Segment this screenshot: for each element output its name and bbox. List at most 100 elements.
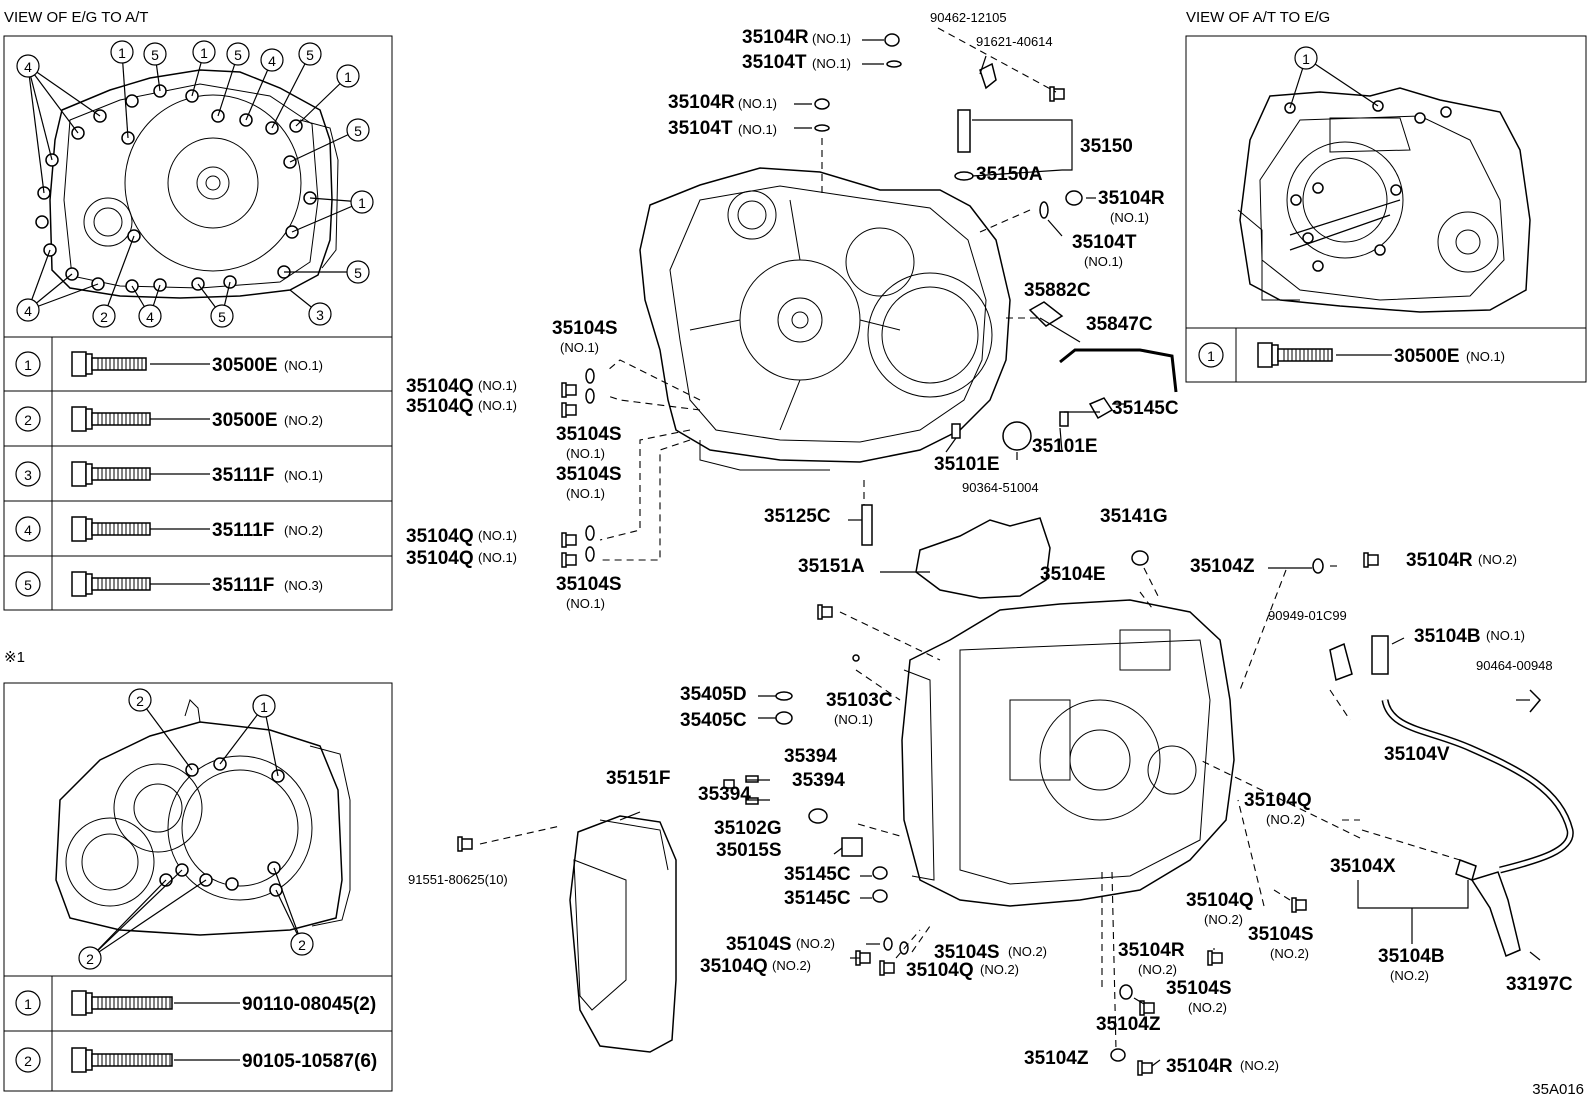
- svg-text:2: 2: [298, 937, 306, 953]
- callout-5: 5: [298, 42, 322, 66]
- cooler-tube: [1059, 348, 1178, 393]
- part-label: 35104T: [742, 52, 807, 73]
- part-label: 35150: [1080, 136, 1133, 157]
- washer-icon: [1110, 1048, 1126, 1062]
- part-label: (NO.1): [812, 56, 851, 71]
- part-label: (NO.1): [478, 398, 517, 413]
- row-number: 1: [24, 357, 32, 373]
- part-label: 35104Q: [406, 376, 474, 397]
- sensor-icon: [957, 109, 971, 153]
- oil-pan: [569, 815, 677, 1053]
- part-label: 35145C: [784, 864, 851, 885]
- callout-1: 1: [110, 40, 134, 64]
- part-label: (NO.2): [796, 936, 835, 951]
- svg-text:1: 1: [118, 45, 126, 61]
- part-label: 35125C: [764, 506, 831, 527]
- view-at-to-eg-title: VIEW OF A/T TO E/G: [1186, 9, 1330, 26]
- part-label: 35104Q: [1186, 890, 1254, 911]
- part-label: 35104Q: [406, 548, 474, 569]
- pin-icon: [1059, 411, 1069, 427]
- svg-text:4: 4: [146, 309, 154, 325]
- bolt-part-number: 30500E: [212, 355, 278, 376]
- part-label: (NO.2): [1008, 944, 1047, 959]
- bolt-hole: [1414, 112, 1426, 124]
- bolt-part-number: 35111F: [212, 465, 274, 486]
- callout-5: 5: [210, 304, 234, 328]
- plug-icon: [1291, 897, 1307, 913]
- part-label: (NO.1): [738, 96, 777, 111]
- part-label: 35104S: [934, 942, 1000, 963]
- bolt-icon: [71, 516, 151, 542]
- bolt-icon: [71, 461, 151, 487]
- part-label: 35151F: [606, 768, 670, 789]
- part-label: (NO.2): [772, 958, 811, 973]
- part-label: 35104S: [1166, 978, 1232, 999]
- part-label: 35104T: [1072, 232, 1137, 253]
- part-label: 35104Q: [700, 956, 768, 977]
- part-label: (NO.1): [738, 122, 777, 137]
- svg-text:4: 4: [24, 303, 32, 319]
- gasket-icon: [775, 691, 793, 701]
- plug-icon: [879, 960, 895, 976]
- bolt-part-note: (NO.2): [284, 413, 323, 428]
- part-label: (NO.1): [478, 550, 517, 565]
- part-label: 35104R: [1406, 550, 1473, 571]
- row-number: 2: [24, 1053, 32, 1069]
- part-label: 35103C: [826, 690, 893, 711]
- part-label: (NO.1): [1486, 628, 1525, 643]
- plug-icon: [814, 98, 830, 110]
- row-number: 1: [1207, 348, 1215, 364]
- bolt-part-number: 30500E: [1394, 346, 1460, 367]
- o-ring-icon: [1312, 558, 1324, 574]
- svg-text:2: 2: [100, 309, 108, 325]
- callout-1: 1: [192, 40, 216, 64]
- pin-icon: [951, 423, 961, 439]
- diagram-code: 35A016: [1532, 1081, 1584, 1098]
- callout-4: 4: [260, 48, 284, 72]
- plug-icon: [775, 711, 793, 725]
- part-label: 35145C: [784, 888, 851, 909]
- eg-side-bolt-holes: [35, 84, 317, 293]
- part-label: (NO.1): [560, 340, 599, 355]
- plug-icon: [884, 33, 900, 47]
- callout-2: 2: [78, 946, 102, 970]
- o-ring-icon: [886, 60, 902, 68]
- bolt-part-number: 90110-08045(2): [242, 994, 376, 1015]
- part-label: (NO.1): [478, 528, 517, 543]
- bolt-part-note: (NO.1): [1466, 349, 1505, 364]
- at-to-eg-panel: [1185, 35, 1587, 383]
- plug-icon: [561, 402, 577, 418]
- part-labels: 35104R(NO.1)35104T(NO.1)35104R(NO.1)3510…: [406, 10, 1573, 1077]
- part-label: 35394: [784, 746, 837, 767]
- row-number: 5: [24, 577, 32, 593]
- part-label: 35104Z: [1190, 556, 1255, 577]
- bolt-icon: [71, 406, 151, 432]
- part-label: 35150A: [976, 164, 1043, 185]
- bolt-part-number: 35111F: [212, 575, 274, 596]
- svg-text:4: 4: [268, 53, 276, 69]
- svg-text:5: 5: [354, 265, 362, 281]
- svg-text:2: 2: [86, 951, 94, 967]
- part-label: 90949-01C99: [1268, 608, 1347, 623]
- callout-2: 2: [290, 932, 314, 956]
- plug-icon: [1137, 1060, 1153, 1076]
- bolt-icon: [817, 604, 833, 620]
- svg-text:1: 1: [358, 195, 366, 211]
- callout-3: 3: [308, 302, 332, 326]
- bolt-hole: [125, 94, 139, 108]
- part-label: (NO.2): [1266, 812, 1305, 827]
- part-label: 35104E: [1040, 564, 1106, 585]
- part-label: (NO.2): [1138, 962, 1177, 977]
- bolt-part-number: 30500E: [212, 410, 278, 431]
- part-label: (NO.1): [566, 596, 605, 611]
- part-label: 35104Q: [906, 960, 974, 981]
- part-label: (NO.1): [812, 31, 851, 46]
- plug-icon: [1363, 552, 1379, 568]
- part-label: 35882C: [1024, 280, 1091, 301]
- spring-icon: [723, 779, 735, 789]
- o-ring-icon: [585, 525, 595, 541]
- part-label: (NO.2): [980, 962, 1019, 977]
- clamp-icon: [1529, 689, 1542, 713]
